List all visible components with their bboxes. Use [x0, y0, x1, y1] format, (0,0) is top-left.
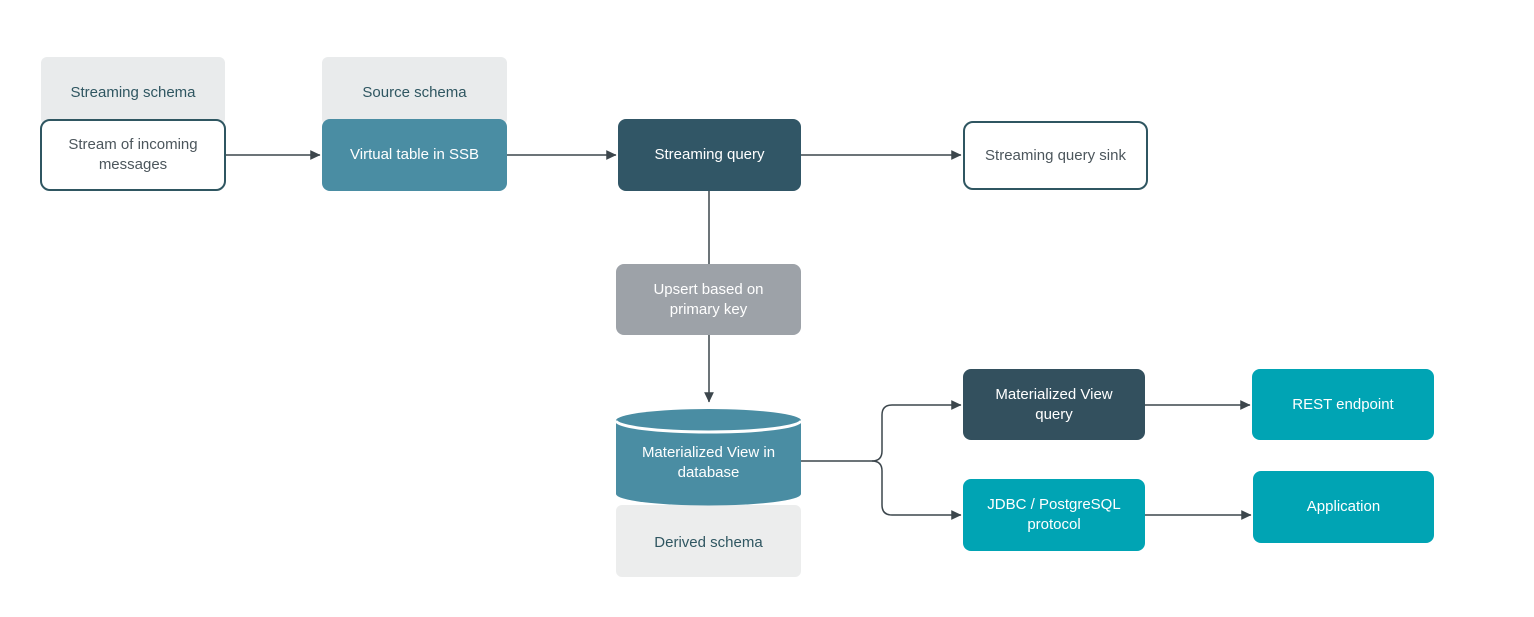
materialized-view-query-node: Materialized View query — [963, 369, 1145, 440]
edge-database-to-jdbc — [871, 460, 962, 520]
virtual-table-in-ssb-node: Virtual table in SSB — [322, 119, 507, 191]
source-schema-label: Source schema — [322, 57, 507, 125]
application-node: Application — [1253, 471, 1434, 543]
stream-of-incoming-messages-node: Stream of incoming messages — [40, 119, 226, 191]
rest-endpoint-node: REST endpoint — [1252, 369, 1434, 440]
streaming-query-sink-node: Streaming query sink — [963, 121, 1148, 190]
jdbc-postgresql-protocol-node: JDBC / PostgreSQL protocol — [963, 479, 1145, 551]
streaming-query-node: Streaming query — [618, 119, 801, 191]
derived-schema-label: Derived schema — [616, 505, 801, 577]
edge-database-to-mv-query — [871, 400, 962, 462]
database-cylinder-icon — [616, 409, 801, 506]
streaming-schema-label: Streaming schema — [41, 57, 225, 125]
materialized-view-in-database-node: Materialized View in database — [641, 444, 776, 481]
upsert-primary-key-node: Upsert based on primary key — [616, 264, 801, 335]
